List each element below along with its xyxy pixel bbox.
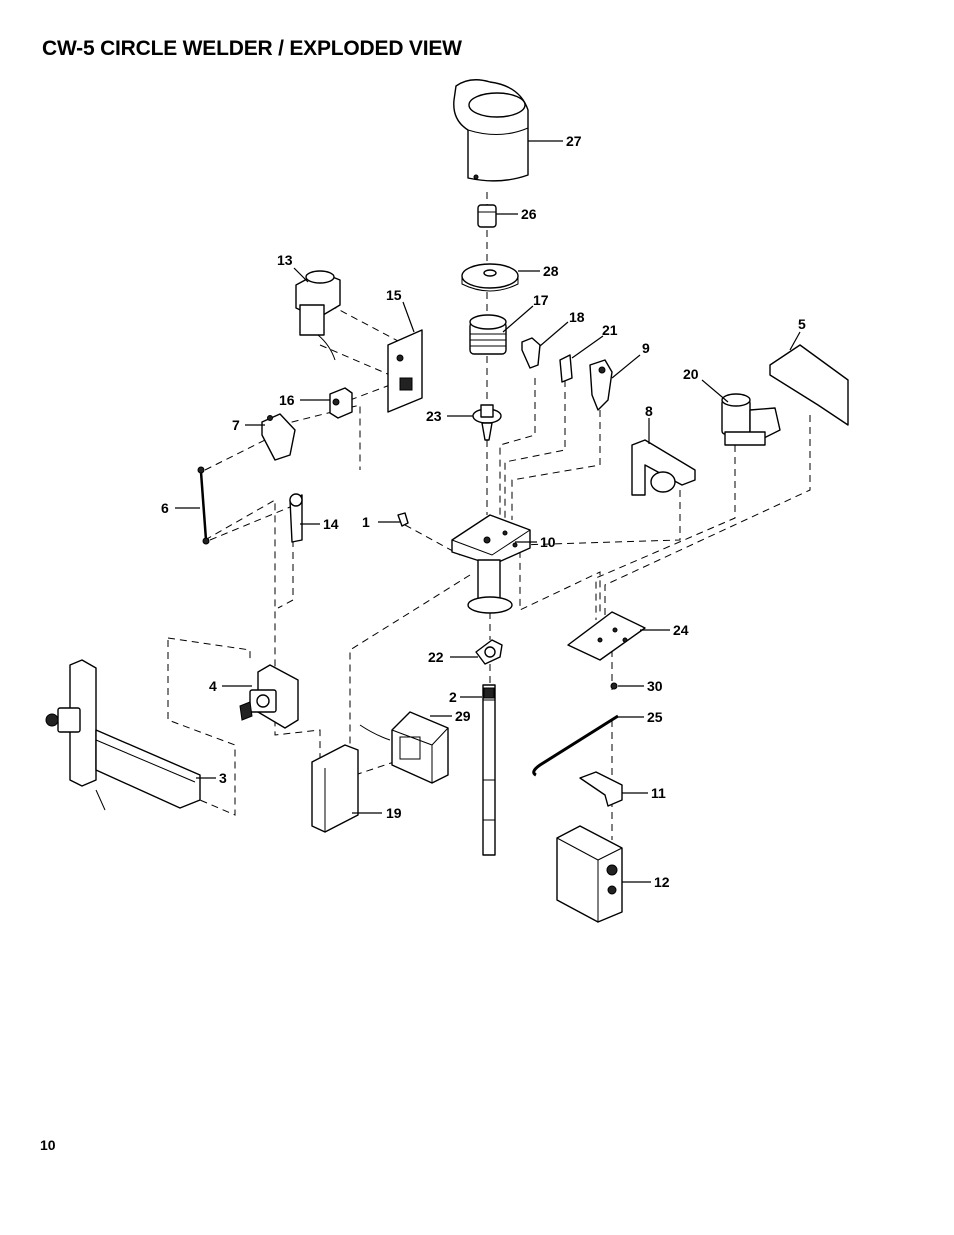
part-15-plate: [387, 329, 423, 413]
callout-18: 18: [569, 309, 585, 325]
callout-21: 21: [602, 322, 618, 338]
part-19-panel: [311, 744, 359, 833]
part-13-motor: [295, 270, 341, 361]
callout-27: 27: [566, 133, 582, 149]
part-11-bracket: [579, 771, 623, 807]
callout-3: 3: [219, 770, 227, 786]
part-24-plate: [567, 611, 646, 661]
part-26-nut: [477, 204, 497, 228]
part-5-cover: [769, 344, 849, 426]
page-number: 10: [40, 1137, 56, 1153]
callout-20: 20: [683, 366, 699, 382]
part-2-shaft: [482, 684, 496, 856]
part-10-turntable: [451, 514, 531, 614]
part-8-frame: [631, 439, 696, 496]
callout-11: 11: [651, 785, 666, 801]
part-21-clip: [559, 354, 573, 383]
callout-6: 6: [161, 500, 169, 516]
callout-30: 30: [647, 678, 663, 694]
callout-13: 13: [277, 252, 293, 268]
callout-12: 12: [654, 874, 670, 890]
callout-1: 1: [362, 514, 370, 530]
part-22-bearing: [475, 639, 503, 665]
part-20-motor: [721, 393, 781, 446]
callout-8: 8: [645, 403, 653, 419]
part-17-drum: [469, 314, 507, 355]
callout-26: 26: [521, 206, 537, 222]
callout-2: 2: [449, 689, 457, 705]
callout-14: 14: [323, 516, 339, 532]
part-16-block: [329, 387, 353, 419]
callout-19: 19: [386, 805, 402, 821]
part-4-carriage: [239, 664, 299, 729]
page-title: CW-5 CIRCLE WELDER / EXPLODED VIEW: [42, 37, 462, 60]
callout-16: 16: [279, 392, 295, 408]
callout-4: 4: [209, 678, 217, 694]
callout-25: 25: [647, 709, 663, 725]
callout-17: 17: [533, 292, 549, 308]
part-12-control-box: [556, 825, 623, 923]
assembly-lines: [167, 192, 811, 840]
part-28-disc: [461, 263, 519, 292]
part-29-box: [359, 711, 449, 784]
part-23-hub: [472, 404, 502, 441]
part-1-screw: [397, 512, 409, 527]
part-18-clip: [521, 337, 541, 369]
callout-5: 5: [798, 316, 806, 332]
callout-23: 23: [426, 408, 442, 424]
callout-29: 29: [455, 708, 471, 724]
callout-9: 9: [642, 340, 650, 356]
callout-24: 24: [673, 622, 689, 638]
part-27-hopper: [453, 79, 529, 182]
callout-10: 10: [540, 534, 556, 550]
part-3-gantry: [45, 659, 201, 811]
callout-15: 15: [386, 287, 402, 303]
part-9-sensor: [589, 359, 613, 411]
part-14-arm: [289, 493, 303, 543]
part-25-rod: [532, 714, 619, 777]
callout-28: 28: [543, 263, 559, 279]
part-30-screw: [610, 682, 618, 690]
callout-22: 22: [428, 649, 444, 665]
part-7-bracket: [261, 413, 296, 461]
callout-7: 7: [232, 417, 240, 433]
callouts: 1 2 3 4 5 6 7 8 9 10 11 12 13 14 15 16 1: [161, 133, 806, 890]
part-6-rod: [197, 466, 210, 545]
